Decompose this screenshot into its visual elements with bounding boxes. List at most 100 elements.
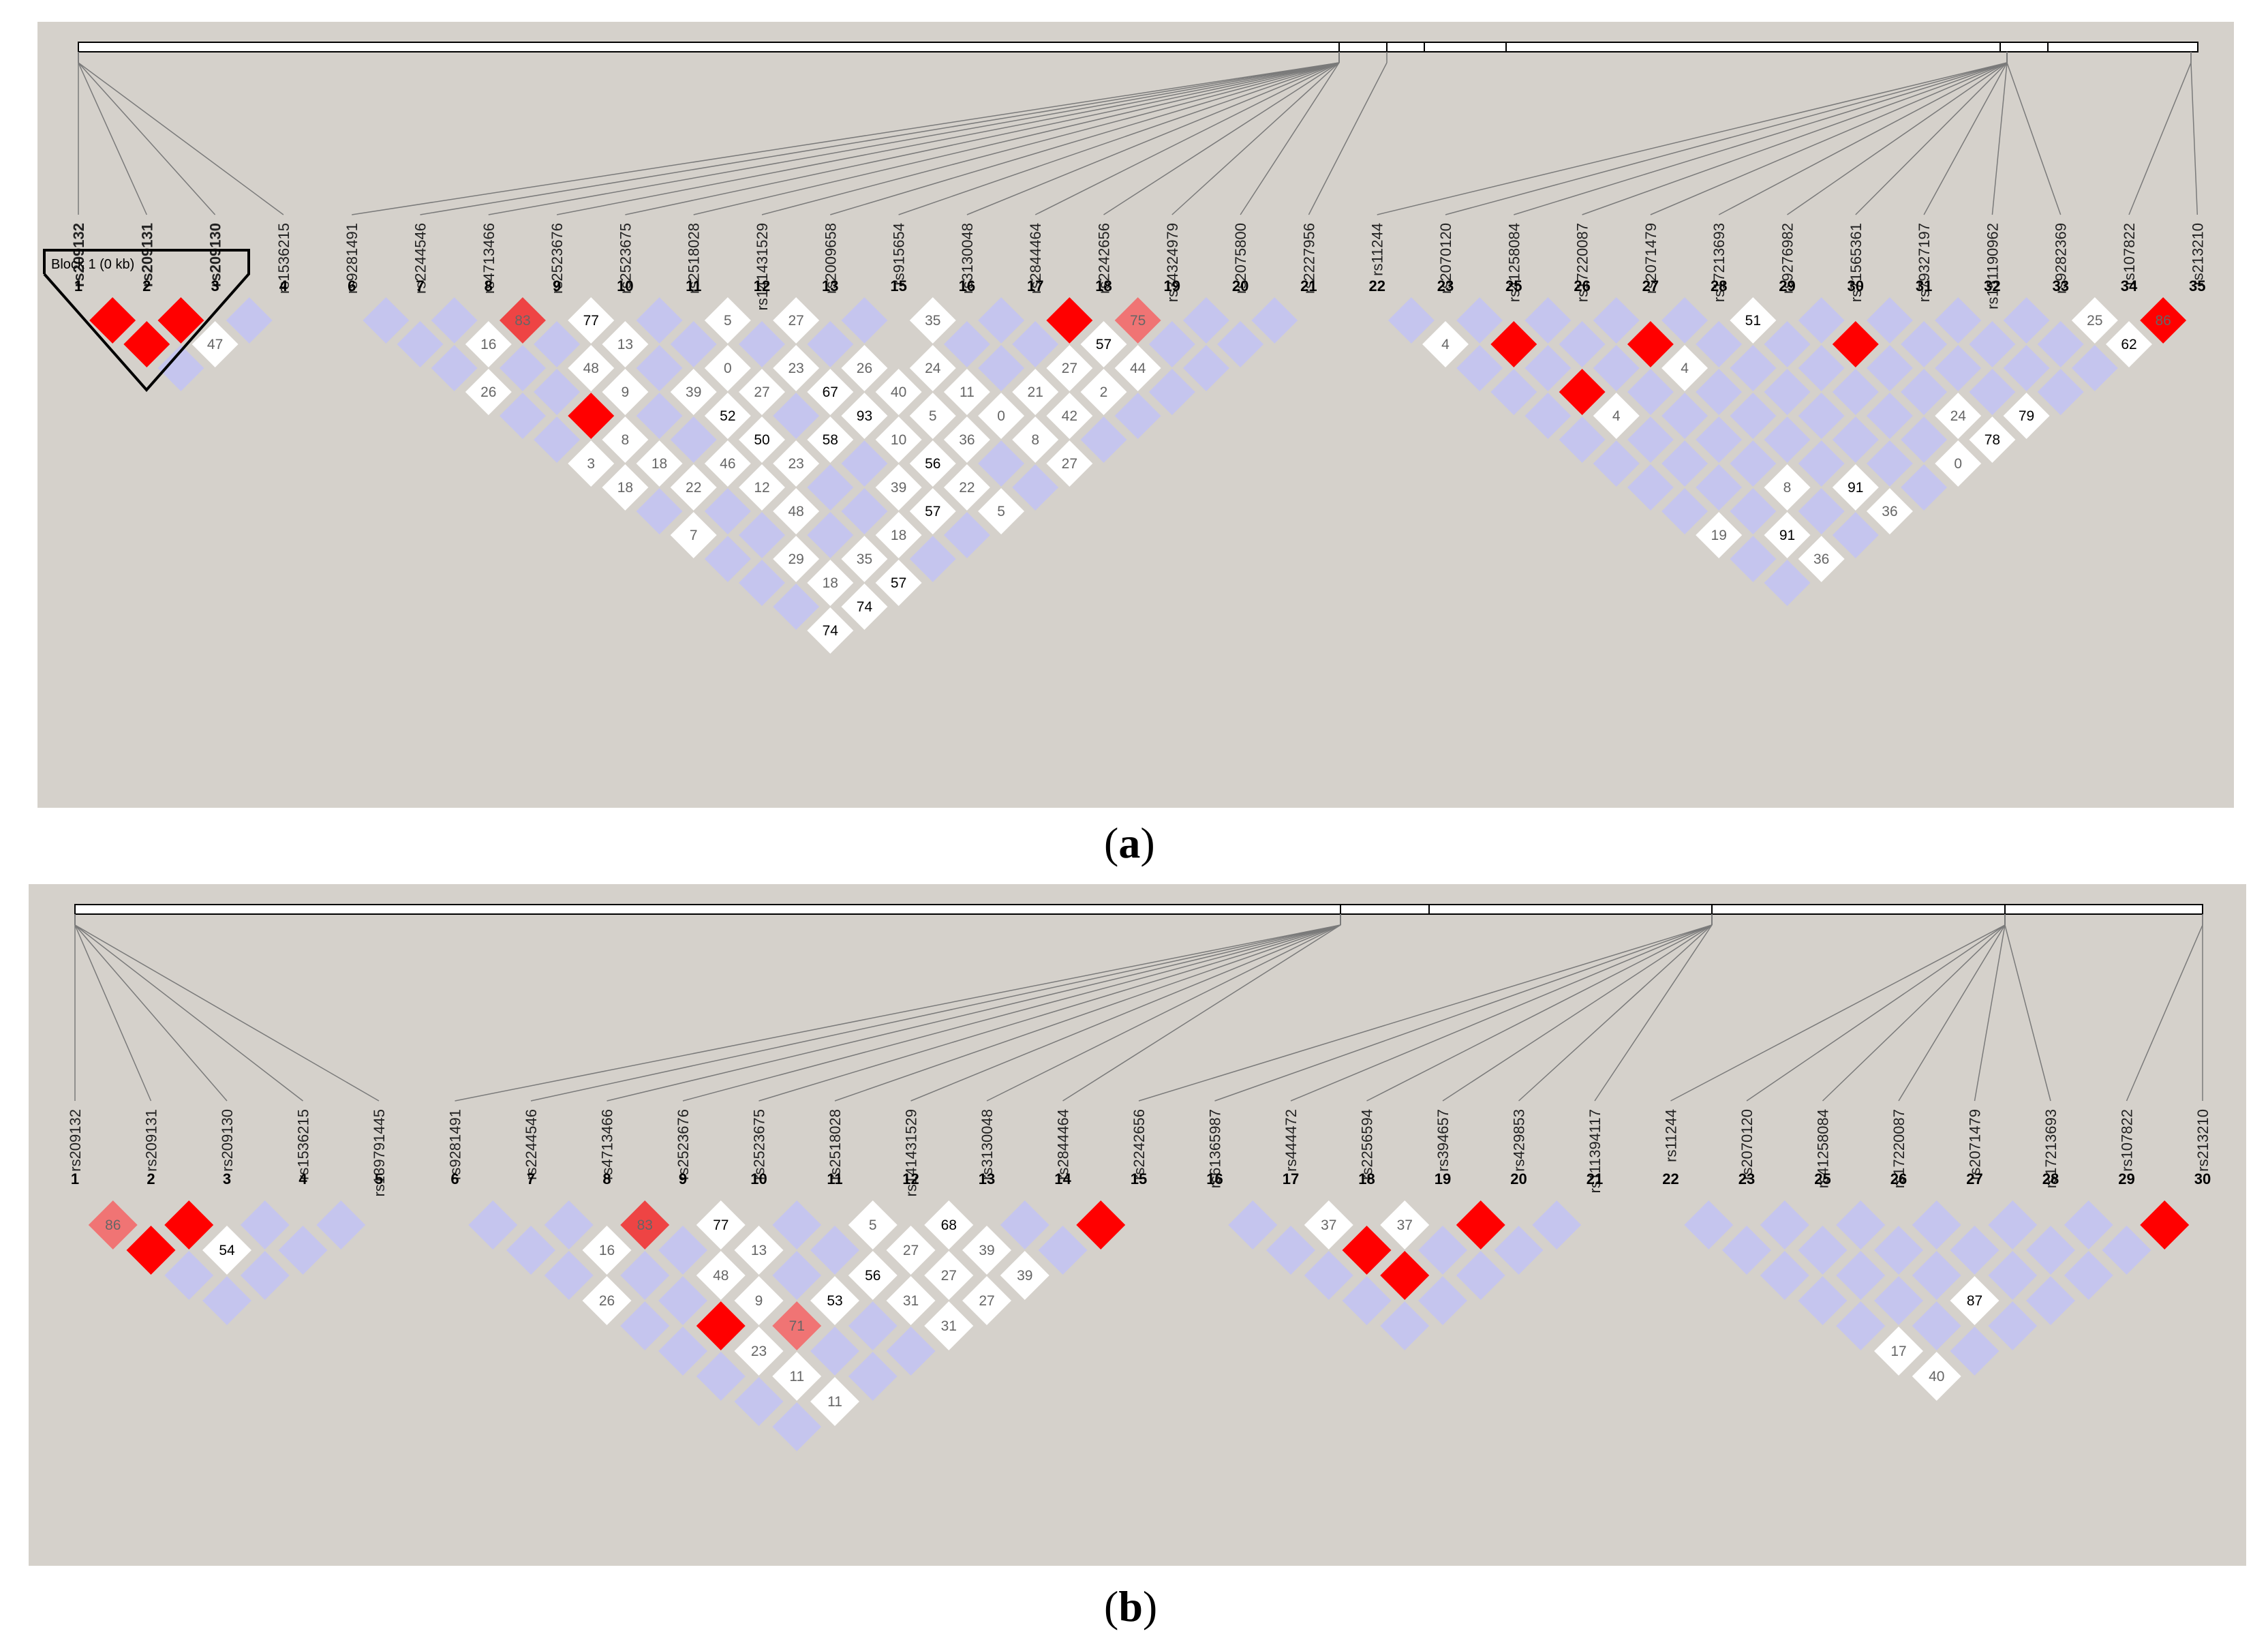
snp-label: rs2244546 [523, 1109, 540, 1180]
ld-cell [1720, 1224, 1773, 1277]
ld-cell [808, 1224, 861, 1277]
ld-cell [1865, 438, 1915, 489]
ld-value: 23 [788, 361, 803, 376]
ld-cell [703, 534, 752, 584]
marker-number: 7 [527, 1170, 535, 1187]
connector-line [530, 924, 1341, 1102]
connector-line [455, 924, 1341, 1102]
snp-label: rs34324979 [1164, 223, 1181, 302]
ld-cell [1872, 1324, 1925, 1378]
ld-cell [1216, 319, 1266, 369]
ld-value: 44 [1130, 361, 1146, 376]
connector-line [1366, 924, 1713, 1102]
ld-value: 26 [857, 361, 872, 376]
ld-cell [960, 1274, 1013, 1327]
ld-cell [566, 391, 616, 441]
ld-value: 37 [1321, 1217, 1336, 1233]
ld-cell [1835, 1299, 1887, 1352]
ld-value: 29 [788, 551, 803, 567]
ld-value: 35 [925, 313, 940, 329]
snp-label: rs141431529 [903, 1109, 920, 1196]
ld-cell [998, 1249, 1051, 1302]
ld-value: 39 [686, 384, 701, 400]
ld-cell [1416, 1224, 1469, 1277]
ld-cell [808, 1375, 861, 1428]
ld-cell [1796, 1224, 1849, 1277]
ld-cell [532, 319, 582, 369]
ld-cell [1181, 343, 1231, 393]
connector-line [352, 62, 1340, 215]
marker-number: 32 [1984, 277, 2000, 294]
ld-cell [2139, 295, 2188, 346]
ld-cell [1967, 367, 2017, 417]
ld-cell [1987, 1249, 2039, 1302]
ld-cell [1910, 1350, 1963, 1403]
ld-cell [429, 343, 479, 393]
ld-cell [1625, 319, 1675, 369]
ld-cell [277, 1224, 329, 1277]
ld-value: 31 [903, 1293, 919, 1309]
snp-label: rs2075800 [1232, 223, 1249, 294]
ld-value: 78 [1984, 432, 2000, 448]
ld-cell [1694, 462, 1744, 513]
ld-cell [1835, 1249, 1887, 1302]
ld-cell [1625, 462, 1675, 513]
ld-cell [1830, 367, 1880, 417]
ld-value: 18 [891, 528, 906, 543]
ld-value: 26 [599, 1293, 615, 1309]
ld-cell [532, 367, 582, 417]
ld-cell [737, 558, 787, 608]
connector-line [966, 62, 1340, 215]
ld-cell [239, 1249, 291, 1302]
ld-cell [1899, 414, 1949, 465]
ld-value: 68 [941, 1217, 957, 1233]
marker-number: 34 [2121, 277, 2138, 294]
ld-cell [1340, 1224, 1393, 1277]
caption-a: (a) [1104, 819, 1155, 867]
ld-cell [1967, 319, 2017, 369]
ld-cell [1910, 1299, 1963, 1352]
connector-line [1822, 924, 2006, 1102]
ld-cell [1728, 438, 1778, 489]
snp-label: rs17220087 [1890, 1109, 1907, 1188]
marker-number: 23 [1738, 1170, 1755, 1187]
ld-cell [156, 295, 206, 346]
ld-cell [1694, 414, 1744, 465]
snp-label: rs2242656 [1096, 223, 1113, 294]
ld-cell [885, 1324, 937, 1378]
ld-cell [122, 319, 172, 369]
marker-number: 6 [450, 1170, 459, 1187]
ld-cell [634, 295, 684, 346]
snp-label: rs2518028 [686, 223, 703, 294]
ld-cell [1492, 1224, 1545, 1277]
connector-line [1594, 924, 1713, 1102]
ld-cell [908, 534, 957, 584]
marker-number: 27 [1966, 1170, 1982, 1187]
connector-line [1035, 62, 1340, 215]
marker-number: 11 [686, 277, 701, 294]
ld-cell [1933, 295, 1983, 346]
ld-value: 36 [1882, 504, 1897, 519]
ld-cell [2100, 1224, 2153, 1277]
ld-value: 83 [515, 313, 530, 329]
marker-number: 16 [1206, 1170, 1223, 1187]
caption-b: (b) [1104, 1582, 1158, 1631]
marker-number: 30 [1848, 277, 1864, 294]
ld-cell [1899, 319, 1949, 369]
marker-number: 29 [1779, 277, 1795, 294]
ld-value: 51 [1745, 313, 1761, 329]
ld-value: 12 [754, 480, 769, 496]
ld-cell [619, 1299, 671, 1352]
ld-value: 25 [2087, 313, 2102, 329]
marker-number: 10 [750, 1170, 767, 1187]
ld-cell [806, 319, 855, 369]
connector-line [1445, 62, 2008, 215]
snp-label: rs2070120 [1738, 1109, 1756, 1180]
ld-value: 91 [1779, 528, 1795, 543]
ld-value: 17 [1890, 1344, 1906, 1359]
ld-cell [1865, 343, 1915, 393]
ld-cell [1758, 1249, 1811, 1302]
marker-number: 7 [416, 277, 424, 294]
ld-value: 0 [1954, 456, 1962, 472]
